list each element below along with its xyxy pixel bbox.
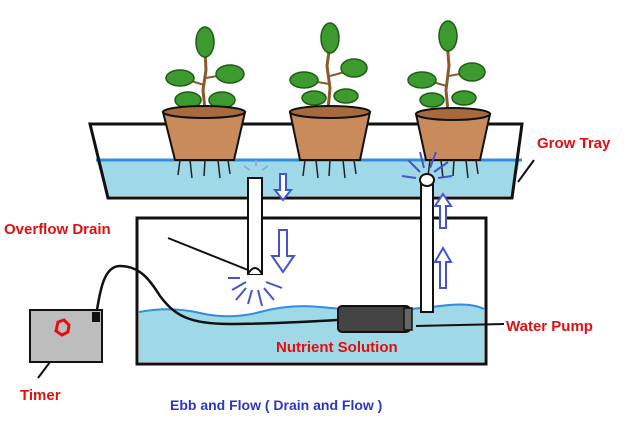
overflow-drain-label: Overflow Drain bbox=[4, 221, 111, 238]
pointer-timer bbox=[37, 361, 51, 379]
grow-tray-label: Grow Tray bbox=[537, 135, 611, 152]
arrow-icon-up-1 bbox=[433, 245, 453, 289]
pointer-grow-tray bbox=[517, 159, 535, 183]
flow-arrows bbox=[270, 173, 453, 289]
pointer-overflow-drain bbox=[167, 237, 249, 271]
plant-middle bbox=[288, 22, 372, 179]
plant-left bbox=[161, 26, 247, 179]
nutrient-solution-label: Nutrient Solution bbox=[276, 339, 398, 356]
timer-cable bbox=[94, 264, 339, 326]
pointer-water-pump bbox=[415, 323, 505, 327]
drain-spray bbox=[228, 277, 283, 307]
grow-tray-water bbox=[96, 160, 520, 196]
reservoir-water-surface bbox=[138, 303, 485, 318]
timer bbox=[29, 309, 103, 363]
plant-right bbox=[407, 20, 492, 179]
arrow-icon-down-2 bbox=[270, 229, 296, 274]
arrow-icon-down-1 bbox=[272, 173, 294, 202]
grow-tray-outline bbox=[88, 122, 524, 200]
overflow-drain-pipe bbox=[228, 160, 283, 307]
timer-label: Timer bbox=[20, 387, 61, 404]
pointer-lines bbox=[37, 159, 535, 379]
water-pump bbox=[337, 305, 413, 333]
arrow-icon-up-2 bbox=[433, 192, 453, 229]
water-pump-label: Water Pump bbox=[506, 318, 593, 335]
pump-riser-pipe bbox=[401, 151, 453, 313]
diagram-caption: Ebb and Flow ( Drain and Flow ) bbox=[170, 397, 382, 413]
pump-spray bbox=[401, 151, 453, 179]
red-circle-icon bbox=[54, 318, 71, 337]
